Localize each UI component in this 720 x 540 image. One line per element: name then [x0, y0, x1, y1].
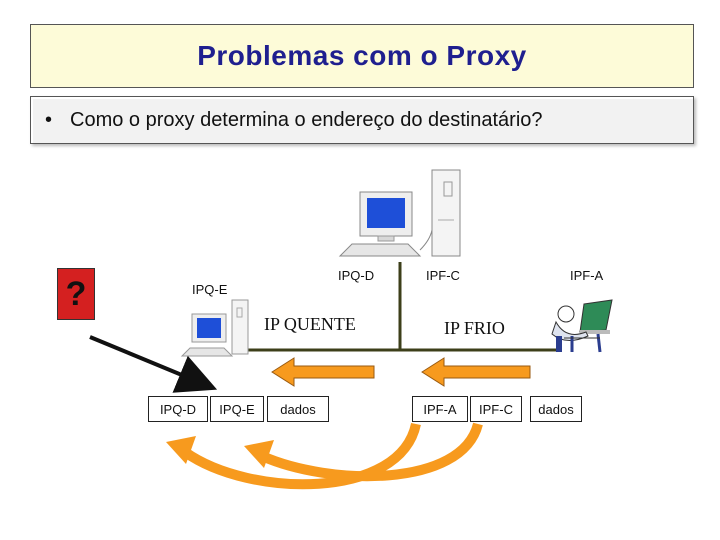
packet-field-data: dados	[267, 396, 329, 422]
packet-left: IPQ-D IPQ-E dados	[148, 396, 329, 422]
host-label-ipq-d: IPQ-D	[338, 268, 375, 283]
arrow-hot-network	[271, 357, 375, 387]
network-label-cold: IP FRIO	[444, 318, 505, 338]
curved-arrow-inner	[244, 422, 483, 482]
host-label-ipf-a: IPF-A	[570, 268, 604, 283]
packet-field-source: IPF-C	[470, 396, 522, 422]
curved-arrow-outer	[166, 422, 421, 490]
question-text: Como o proxy determina o endereço do des…	[70, 108, 543, 131]
desktop-computer-icon	[180, 299, 249, 357]
host-label-ipf-c: IPF-C	[426, 268, 460, 283]
packet-field-data: dados	[530, 396, 582, 422]
packet-right: IPF-A IPF-C dados	[412, 396, 582, 422]
network-label-hot: IP QUENTE	[264, 314, 356, 334]
packet-field-destination: IPF-A	[412, 396, 468, 422]
arrow-question-to-packet	[89, 335, 218, 393]
bullet-icon: •	[45, 108, 53, 131]
title-box: Problemas com o Proxy	[30, 24, 694, 88]
packet-field-destination: IPQ-D	[148, 396, 208, 422]
network-links	[240, 262, 556, 352]
host-label-ipq-e: IPQ-E	[192, 282, 228, 297]
arrow-cold-network	[421, 357, 531, 387]
question-box: • Como o proxy determina o endereço do d…	[30, 96, 694, 144]
packet-field-source: IPQ-E	[210, 396, 264, 422]
person-at-computer-icon	[551, 299, 613, 353]
desktop-computer-icon	[338, 169, 461, 257]
slide-title: Problemas com o Proxy	[197, 40, 527, 71]
question-mark-box: ?	[57, 268, 95, 320]
